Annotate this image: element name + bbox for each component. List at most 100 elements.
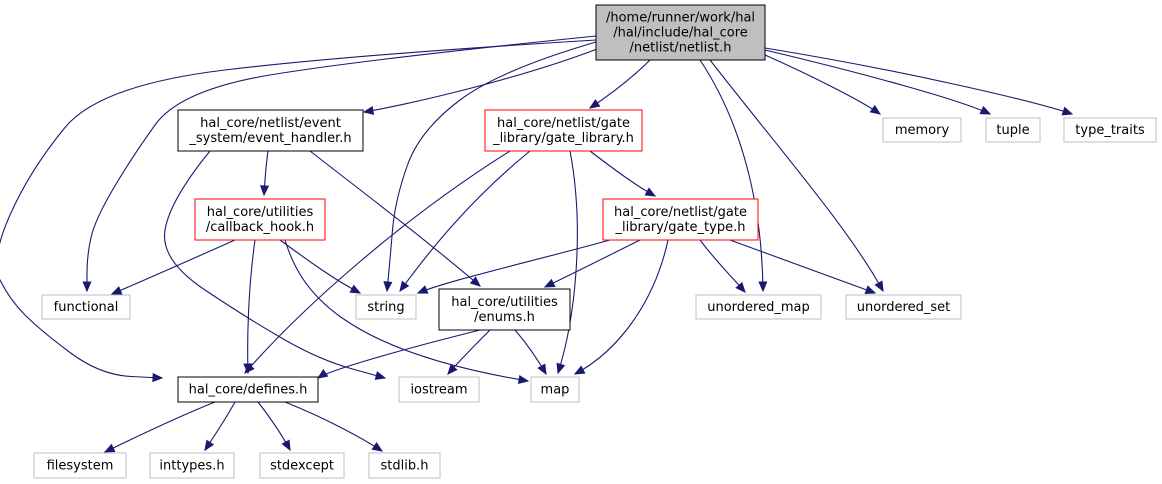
edge-gate_library_h-to-gate_type_h <box>589 150 657 197</box>
edge-line <box>574 239 669 375</box>
node-box <box>177 109 364 152</box>
node-event-handler-h[interactable]: hal_core/netlist/event_system/event_hand… <box>177 109 364 152</box>
node-box <box>695 294 822 320</box>
node-label: tuple <box>996 123 1029 138</box>
node-gate-type-h[interactable]: hal_core/netlist/gate_library/gate_type.… <box>602 198 759 241</box>
node-label: map <box>541 383 570 398</box>
arrow-head <box>573 365 586 375</box>
edge-line <box>244 150 511 374</box>
node-unordered-map: unordered_map <box>695 294 822 320</box>
edge-gate_library_h-to-string <box>399 150 531 293</box>
edge-line <box>309 150 481 287</box>
edge-callback_hook_h-to-map <box>284 239 530 384</box>
node-memory: memory <box>882 117 962 143</box>
node-label: _system/event_handler.h <box>188 131 351 146</box>
edge-netlist_h-to-unordered_set <box>709 59 884 293</box>
arrow-head <box>469 276 481 287</box>
edge-netlist_h-to-functional <box>82 35 597 293</box>
node-inttypes-h: inttypes.h <box>149 452 235 479</box>
arrow-head <box>110 286 123 295</box>
edge-line <box>363 43 611 113</box>
arrow-head <box>556 362 566 375</box>
node-box <box>985 117 1041 143</box>
arrow-head <box>316 368 329 379</box>
node-enums-h[interactable]: hal_core/utilities/enums.h <box>438 288 571 331</box>
edge-event_handler_h-to-callback_hook_h <box>260 150 270 197</box>
edge-defines_h-to-filesystem <box>103 401 216 453</box>
edge-line <box>0 39 597 379</box>
node-box <box>882 117 962 143</box>
edge-defines_h-to-stdexcept <box>257 401 291 452</box>
edge-line <box>104 401 216 453</box>
node-map: map <box>530 376 580 403</box>
node-box <box>602 198 759 241</box>
node-label: hal_core/netlist/gate <box>497 116 630 131</box>
node-label: type_traits <box>1075 123 1145 138</box>
edge-gate_type_h-to-unordered_set <box>729 239 877 294</box>
node-netlist-h[interactable]: /home/runner/work/hal/hal/include/hal_co… <box>595 4 766 61</box>
edge-line <box>764 49 991 115</box>
node-box <box>398 376 480 403</box>
edge-event_handler_h-to-iostream <box>163 150 387 380</box>
node-label: hal_core/defines.h <box>189 383 308 398</box>
node-label: stdlib.h <box>381 459 429 474</box>
edge-gate_type_h-to-enums_h <box>543 239 641 288</box>
arrow-head <box>644 187 657 197</box>
node-string: string <box>355 294 417 320</box>
arrow-head <box>103 443 116 453</box>
node-stdlib-h: stdlib.h <box>368 452 441 479</box>
arrow-head <box>447 363 458 375</box>
arrow-head <box>979 105 992 115</box>
edge-line <box>699 239 746 293</box>
arrow-head <box>204 439 215 452</box>
edge-line <box>589 59 651 109</box>
node-box <box>177 376 319 403</box>
arrow-head <box>758 281 768 293</box>
arrow-head <box>82 281 92 293</box>
arrow-head <box>152 372 164 383</box>
node-type-traits: type_traits <box>1063 117 1157 143</box>
node-label: iostream <box>410 383 467 398</box>
node-box <box>484 109 643 152</box>
edge-event_handler_h-to-enums_h <box>309 150 481 287</box>
edge-line <box>247 239 256 374</box>
arrow-head <box>735 281 746 293</box>
node-box <box>530 376 580 403</box>
edge-netlist_h-to-event_handler_h <box>362 43 611 115</box>
edge-callback_hook_h-to-functional <box>110 239 236 295</box>
node-gate-library-h[interactable]: hal_core/netlist/gate_library/gate_libra… <box>484 109 643 152</box>
node-functional: functional <box>41 294 131 320</box>
arrow-head <box>371 442 384 452</box>
node-label: /netlist/netlist.h <box>630 41 732 56</box>
node-box <box>355 294 417 320</box>
edge-netlist_h-to-string <box>383 41 597 293</box>
node-label: _library/gate_type.h <box>615 220 746 235</box>
node-label: /home/runner/work/hal <box>606 11 755 26</box>
arrow-head <box>243 363 253 375</box>
arrow-head <box>416 285 429 294</box>
edge-netlist_h-to-gate_library_h <box>588 59 651 109</box>
edge-line <box>284 239 529 382</box>
edge-gate_library_h-to-map <box>556 150 578 375</box>
node-box <box>259 452 345 479</box>
edge-defines_h-to-inttypes_h <box>204 401 236 452</box>
edge-line <box>386 41 597 292</box>
arrow-head <box>374 371 387 380</box>
arrow-head <box>399 280 410 293</box>
node-unordered-set: unordered_set <box>845 294 962 320</box>
edge-line <box>163 150 386 379</box>
edge-callback_hook_h-to-string <box>279 239 362 294</box>
edge-line <box>279 239 361 294</box>
node-label: unordered_map <box>707 300 810 315</box>
node-defines-h[interactable]: hal_core/defines.h <box>177 376 319 403</box>
arrow-head <box>588 98 601 109</box>
node-callback-hook-h[interactable]: hal_core/utilities/callback_hook.h <box>194 198 326 241</box>
arrow-head <box>874 280 884 293</box>
edge-gate_type_h-to-unordered_map <box>699 239 746 293</box>
edge-netlist_h-to-type_traits <box>764 47 1074 116</box>
edge-line <box>399 150 531 292</box>
edge-netlist_h-to-tuple <box>764 49 992 115</box>
node-box <box>595 4 766 61</box>
node-label: unordered_set <box>857 300 950 315</box>
